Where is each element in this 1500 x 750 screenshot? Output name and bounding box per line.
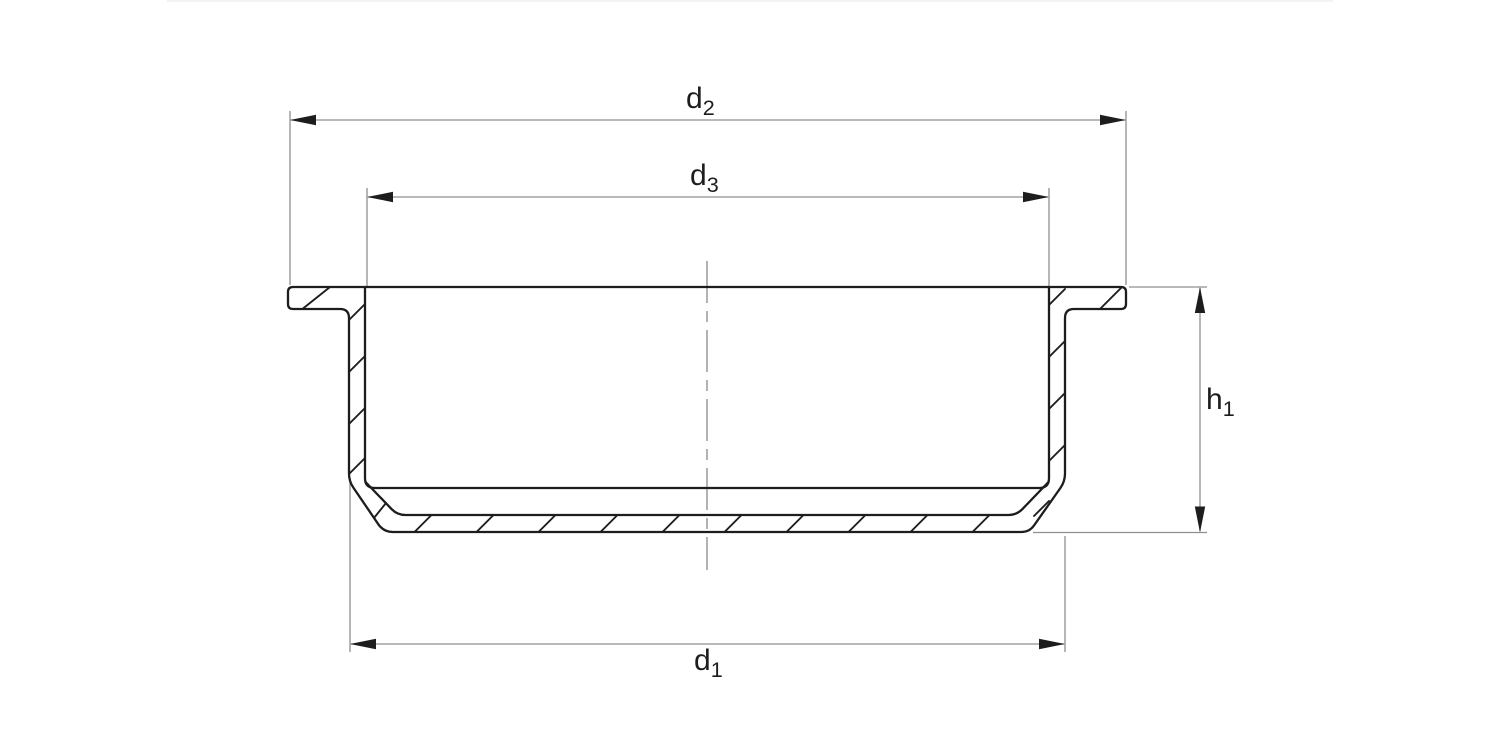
h1-arrow-down <box>1194 506 1206 533</box>
dim-label-d2: d2 <box>686 82 715 119</box>
dim-label-d3-base: d <box>690 159 707 192</box>
dim-label-h1: h1 <box>1206 383 1235 420</box>
d2-arrow-right <box>1100 114 1126 126</box>
section-hatching <box>302 286 1123 533</box>
dim-label-d3: d3 <box>690 159 719 196</box>
card-top-border <box>167 0 1333 2</box>
dim-label-d2-base: d <box>686 82 703 115</box>
cap-bottom-inner-step <box>364 480 1050 517</box>
dim-label-d1-base: d <box>694 644 711 677</box>
d3-arrow-left <box>367 191 393 203</box>
d3-arrow-right <box>1023 191 1049 203</box>
h1-arrow-up <box>1194 287 1206 313</box>
dim-label-d1: d1 <box>694 644 723 681</box>
dimension-arrowheads <box>290 114 1206 650</box>
dim-label-h1-sub: 1 <box>1222 396 1235 421</box>
dim-label-d2-sub: 2 <box>702 95 715 120</box>
dim-label-d3-sub: 3 <box>706 172 719 197</box>
extension-lines <box>289 111 1207 652</box>
d2-arrow-left <box>290 114 316 126</box>
dim-label-h1-base: h <box>1206 383 1223 416</box>
dimension-lines <box>291 119 1201 645</box>
cap-outer-profile <box>286 285 1128 534</box>
d1-arrow-left <box>350 638 376 650</box>
d1-arrow-right <box>1039 638 1065 650</box>
dim-label-d1-sub: 1 <box>710 657 723 682</box>
